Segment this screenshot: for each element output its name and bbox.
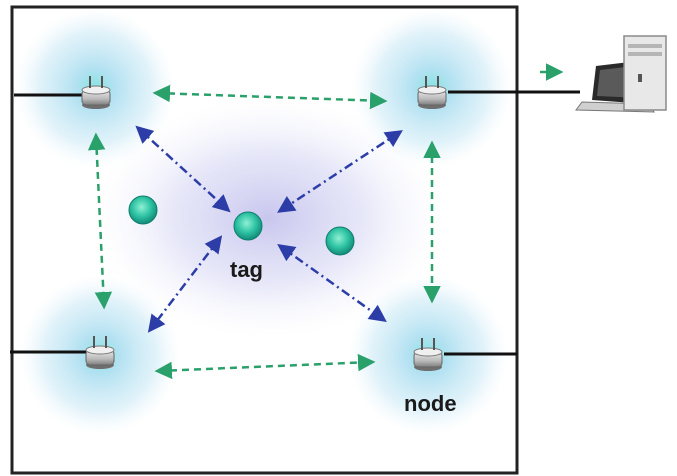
tag-link-bottom-right xyxy=(277,243,387,323)
router-icon xyxy=(417,76,447,109)
router-icon xyxy=(81,76,111,109)
link-left xyxy=(87,132,113,310)
tag-right xyxy=(325,226,355,256)
tag-link-bottom-left xyxy=(147,235,223,333)
node-label: node xyxy=(404,391,457,416)
desktop-computer-icon xyxy=(575,35,667,113)
link-top xyxy=(152,84,388,110)
tag-primary xyxy=(233,211,263,241)
link-bottom xyxy=(154,353,376,380)
router-icon xyxy=(413,338,443,371)
room-boundary xyxy=(10,5,519,475)
tag-link-top-right xyxy=(277,130,403,213)
router-icon xyxy=(85,336,115,369)
tag-label: tag xyxy=(230,257,263,282)
tag-left xyxy=(128,195,158,225)
tag-link-top-left xyxy=(135,125,231,213)
